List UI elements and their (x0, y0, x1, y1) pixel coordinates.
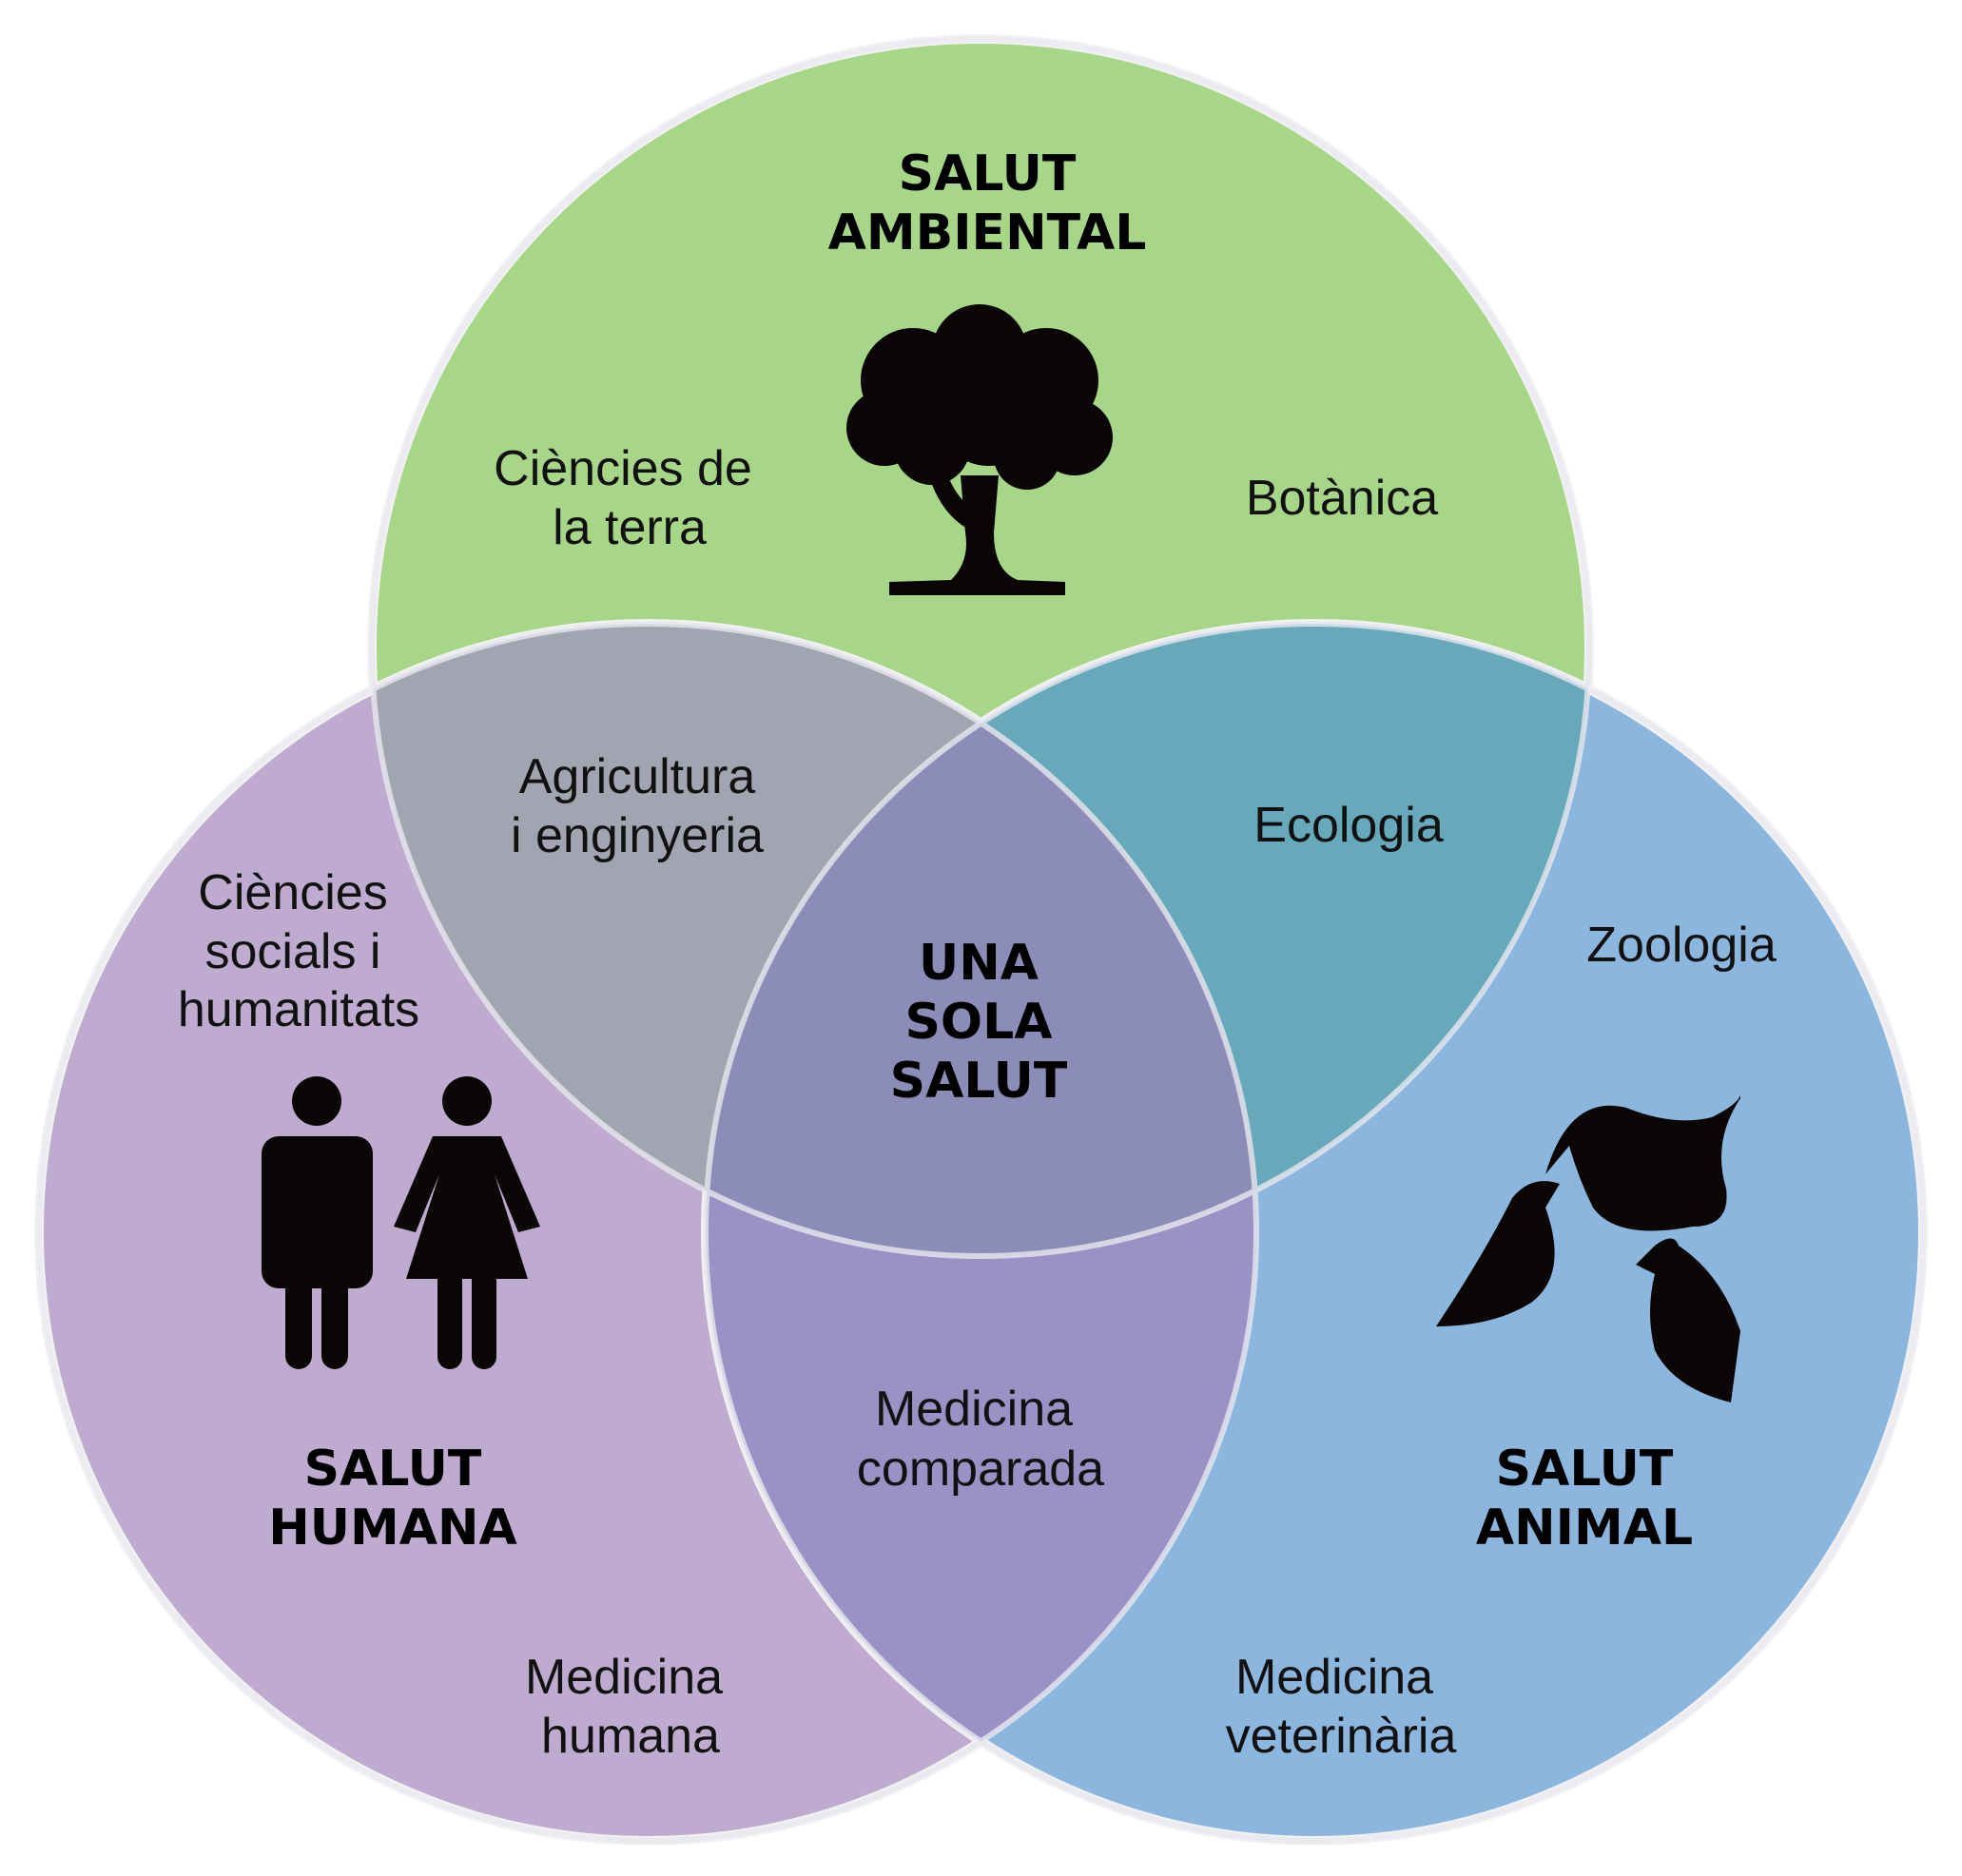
label-social-sciences-3: humanitats (178, 982, 419, 1037)
animal-health-title-2: ANIMAL (1476, 1499, 1693, 1557)
animal-health-title-1: SALUT (1496, 1441, 1674, 1498)
environmental-health-title-2: AMBIENTAL (828, 204, 1147, 261)
label-human-medicine-2: humana (541, 1709, 720, 1764)
label-earth-sciences-1: Ciències de (494, 441, 752, 496)
center-overlap (706, 624, 1256, 1256)
label-comparative-medicine-1: Medicina (875, 1382, 1073, 1437)
center-title-3: SALUT (890, 1053, 1068, 1110)
label-ecology: Ecologia (1253, 798, 1444, 853)
label-veterinary-medicine-1: Medicina (1235, 1650, 1433, 1705)
birds-icon (1436, 1093, 1740, 1402)
label-social-sciences-2: socials i (205, 924, 381, 979)
human-health-title-1: SALUT (304, 1441, 482, 1498)
center-title-2: SOLA (904, 994, 1052, 1051)
label-veterinary-medicine-2: veterinària (1226, 1709, 1457, 1764)
label-botany: Botànica (1246, 471, 1438, 526)
circle-outlines (36, 36, 1926, 1844)
label-zoology: Zoologia (1586, 918, 1777, 973)
center-title-1: UNA (919, 935, 1039, 992)
label-social-sciences-1: Ciències (198, 865, 387, 920)
label-agriculture-1: Agricultura (519, 749, 756, 804)
environmental-health-title-1: SALUT (899, 145, 1077, 203)
people-icon (262, 1076, 540, 1369)
tree-icon (846, 304, 1113, 595)
label-human-medicine-1: Medicina (525, 1650, 723, 1705)
label-earth-sciences-2: la terra (553, 500, 707, 555)
label-agriculture-2: i enginyeria (511, 808, 764, 863)
human-health-title-2: HUMANA (268, 1499, 517, 1557)
label-comparative-medicine-2: comparada (857, 1441, 1104, 1497)
